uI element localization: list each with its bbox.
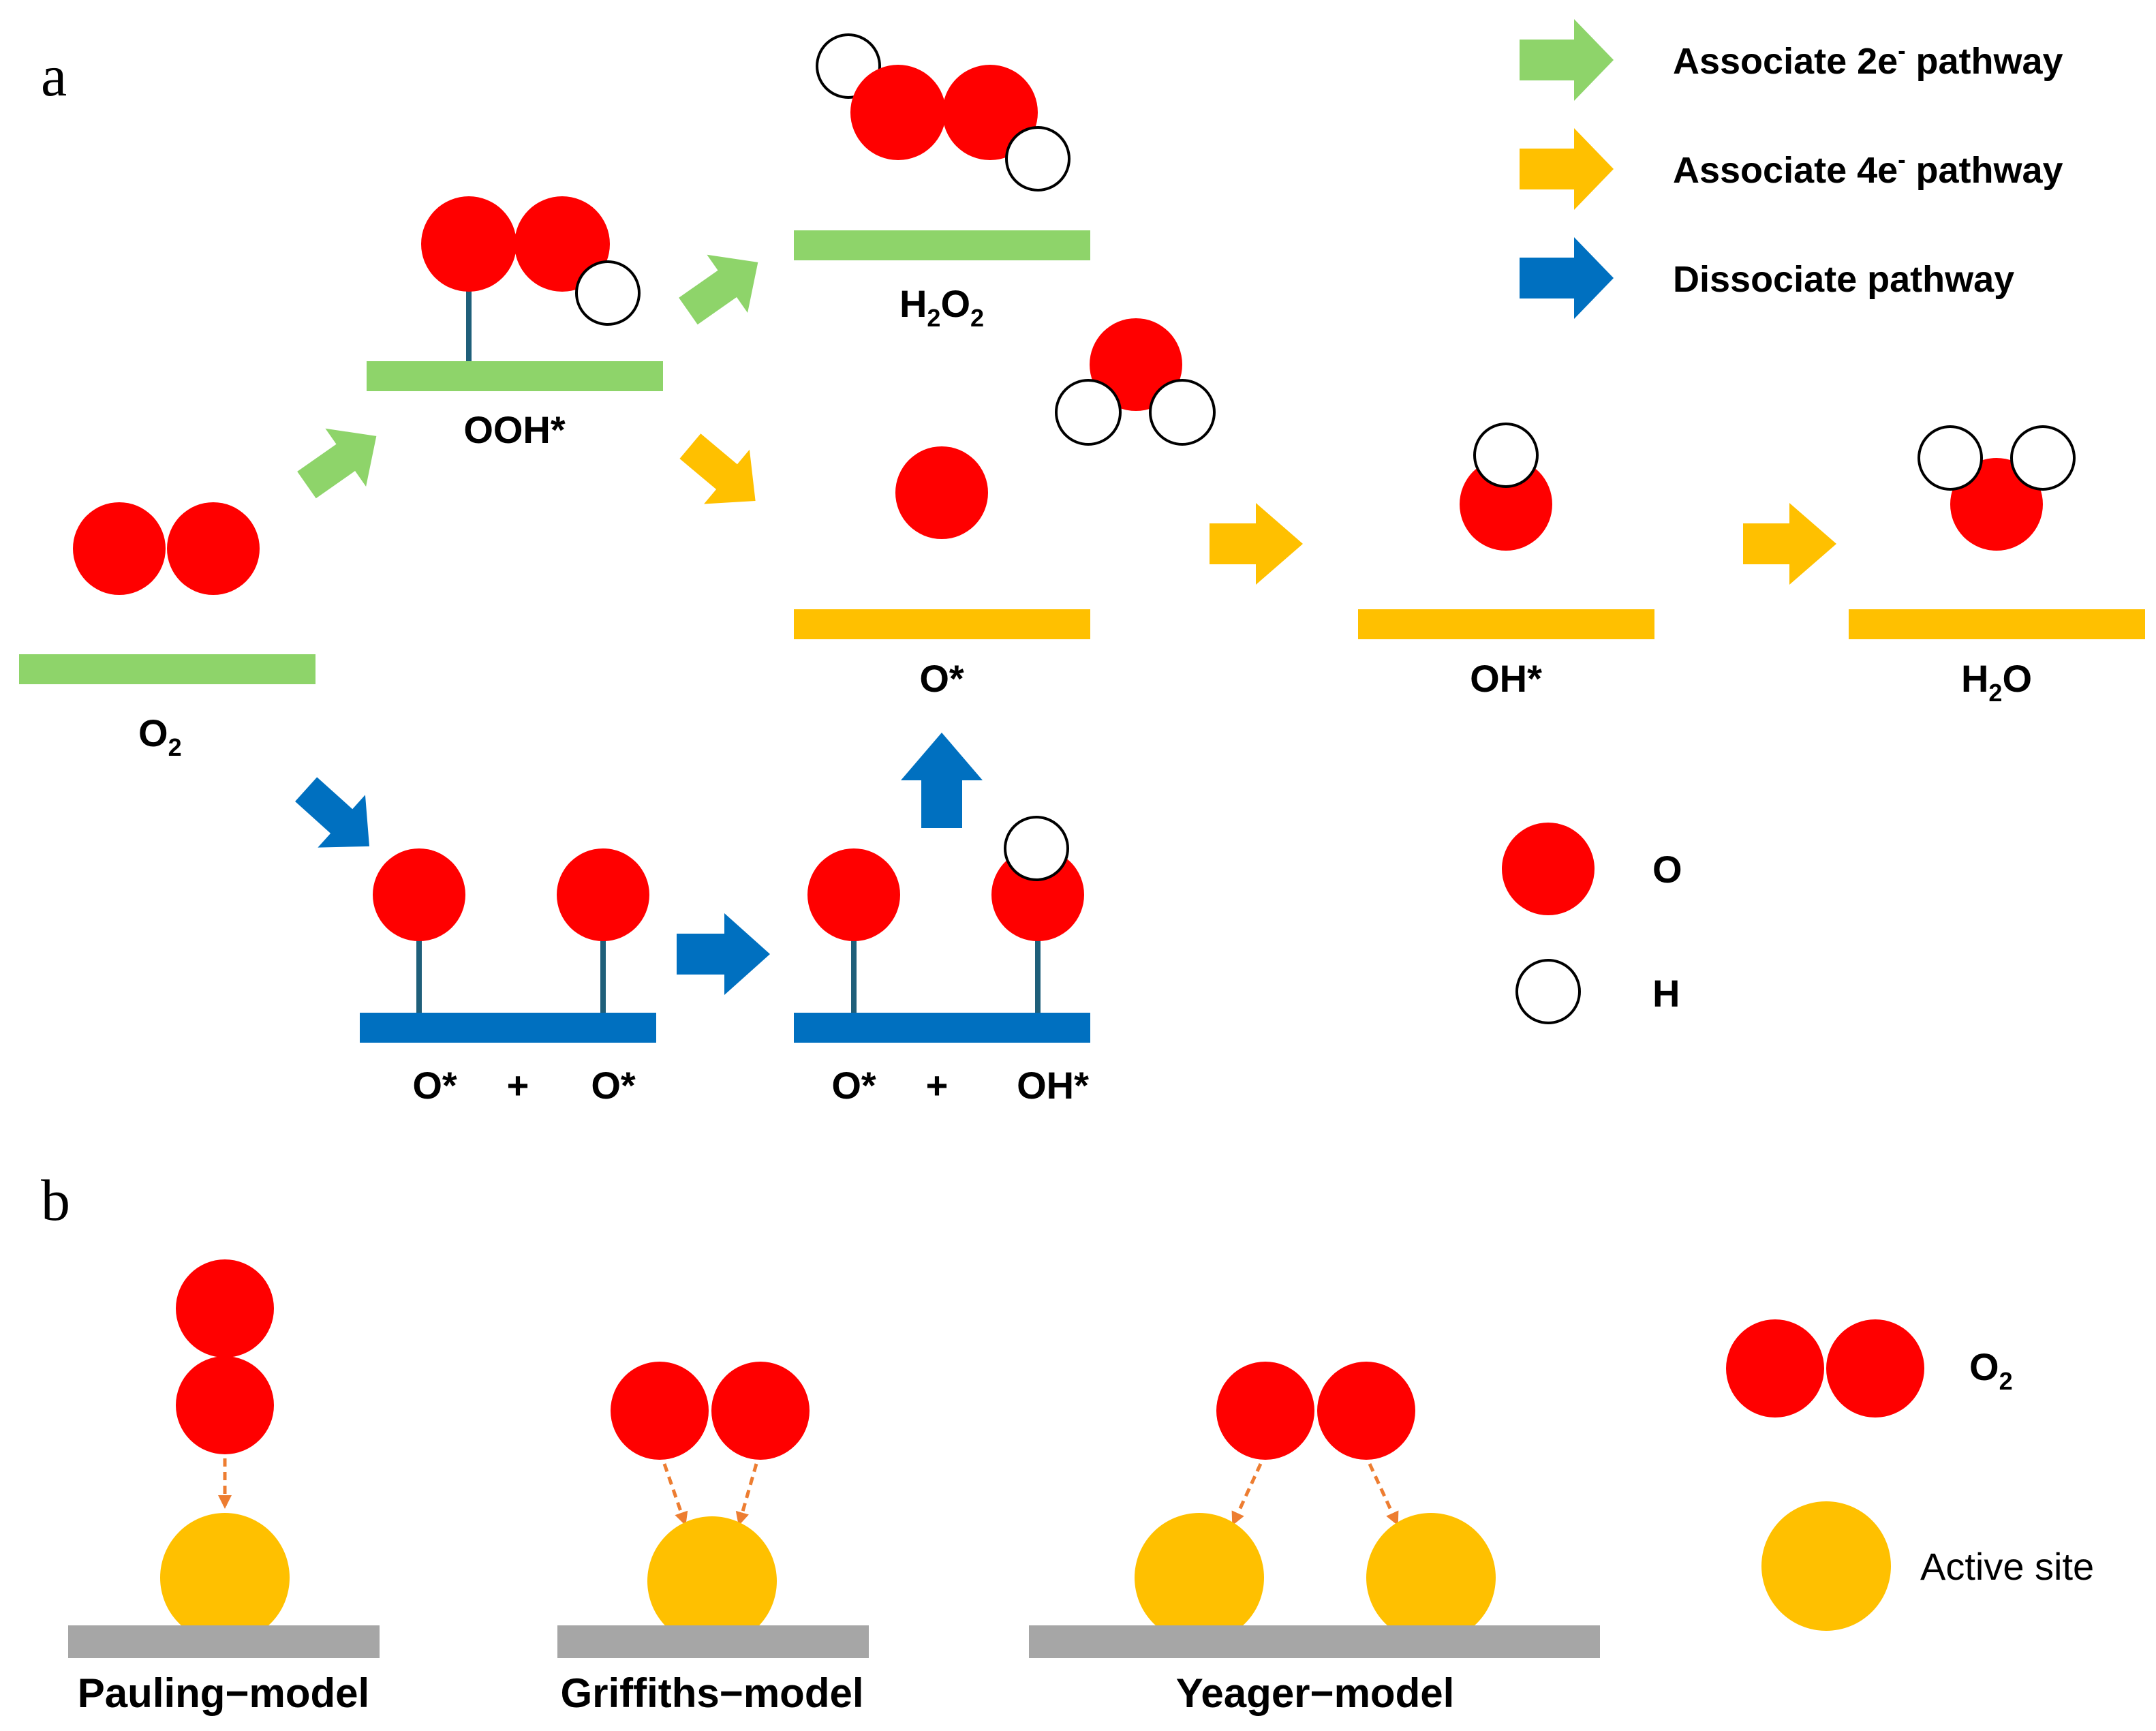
oxygen-atom [73, 502, 166, 595]
oxygen-atom [167, 502, 260, 595]
label-plus: + [507, 1064, 529, 1107]
level-bar-yellow [1849, 609, 2145, 639]
oxygen-atom [557, 848, 649, 941]
state-h2o: H2O [1849, 425, 2145, 707]
legend-oxygen-atom [1726, 1319, 1824, 1418]
legend-active-site [1761, 1501, 1891, 1631]
oxygen-atom [1317, 1362, 1415, 1460]
oxygen-atom [1950, 458, 2043, 551]
hydrogen-atom [1473, 423, 1539, 488]
arrow-green-o2-to-ooh [297, 428, 377, 499]
oxygen-atom [514, 196, 610, 292]
legend-oxygen-atom [1826, 1319, 1924, 1418]
arrow-blue-to-o-oh [677, 913, 770, 995]
label-plus2: + [926, 1064, 949, 1107]
label-o-star-left2: O* [831, 1064, 876, 1107]
hydrogen-atom [1149, 379, 1216, 446]
active-site [160, 1513, 290, 1642]
state-o-plus-o: O* + O* [360, 848, 656, 1107]
hydrogen-atom [2010, 425, 2076, 491]
hydrogen-atom [1005, 126, 1071, 192]
arrow-green-ooh-to-h2o2 [679, 254, 758, 325]
free-water-molecule [1055, 318, 1216, 446]
yeager-model: Yeager−model [1029, 1362, 1600, 1716]
legend-label-4e: Associate 4e- pathway [1673, 147, 2063, 191]
substrate [1029, 1625, 1600, 1658]
legend-label-2e: Associate 2e- pathway [1673, 38, 2063, 82]
label-o-star-right: O* [591, 1064, 636, 1107]
legend-atoms: O H [1502, 823, 1682, 1024]
oxygen-atom [711, 1362, 810, 1460]
legend-panel-b: O2 Active site [1726, 1319, 2094, 1631]
oxygen-atom [176, 1259, 274, 1358]
oxygen-atom [373, 848, 465, 941]
substrate [68, 1625, 380, 1658]
legend-arrow-green [1520, 19, 1614, 101]
label-griffiths-model: Griffiths−model [560, 1670, 863, 1716]
legend-arrow-yellow [1520, 128, 1614, 210]
legend-hydrogen-atom [1515, 959, 1581, 1024]
level-bar-yellow [1358, 609, 1654, 639]
label-h2o: H2O [1961, 657, 2032, 707]
oxygen-atom [895, 446, 988, 539]
oxygen-atom [850, 65, 946, 160]
label-yeager-model: Yeager−model [1176, 1670, 1455, 1716]
legend-label-h: H [1652, 972, 1680, 1015]
active-site [647, 1516, 777, 1646]
level-bar-blue [360, 1013, 656, 1043]
label-pauling-model: Pauling−model [78, 1670, 369, 1716]
legend-label-o: O [1652, 848, 1682, 891]
legend-arrow-blue [1520, 237, 1614, 319]
legend-pathways: Associate 2e- pathway Associate 4e- path… [1520, 19, 2063, 319]
label-o-star: O* [919, 657, 964, 700]
hydrogen-atom [575, 260, 641, 326]
level-bar-green [794, 230, 1090, 260]
hydrogen-atom [1918, 425, 1983, 491]
oxygen-atom [1090, 318, 1182, 411]
oxygen-atom [807, 848, 900, 941]
level-bar-green [19, 654, 315, 684]
oxygen-atom [1460, 458, 1552, 551]
arrow-yellow-o-to-oh [1210, 503, 1303, 585]
label-h2o2: H2O2 [899, 282, 984, 332]
label-o-star-left: O* [412, 1064, 457, 1107]
level-bar-green [367, 361, 663, 391]
state-o-plus-oh: O* + OH* [794, 816, 1090, 1107]
state-oh-star: OH* [1358, 423, 1654, 700]
substrate [557, 1625, 869, 1658]
panel-b-letter: b [41, 1167, 70, 1233]
active-site [1135, 1513, 1264, 1642]
state-h2o2: H2O2 [794, 33, 1090, 332]
label-oh-star2: OH* [1017, 1064, 1089, 1107]
active-site [1366, 1513, 1496, 1642]
level-bar-blue [794, 1013, 1090, 1043]
level-bar-yellow [794, 609, 1090, 639]
state-o-star: O* [794, 446, 1090, 700]
state-o2: O2 [19, 502, 315, 761]
oxygen-atom [1216, 1362, 1314, 1460]
arrow-yellow-oh-to-h2o [1743, 503, 1836, 585]
arrow-yellow-ooh-to-o [679, 433, 756, 504]
hydrogen-atom [1004, 816, 1069, 881]
arrow-blue-up-to-o-star [901, 733, 983, 828]
label-ooh: OOH* [463, 408, 566, 451]
oxygen-atom [421, 196, 517, 292]
arrow-blue-o2-to-dissociate [295, 777, 370, 848]
label-o2: O2 [138, 711, 182, 761]
griffiths-model: Griffiths−model [557, 1362, 869, 1716]
panel-a-letter: a [41, 43, 67, 108]
legend-label-dissociate: Dissociate pathway [1673, 259, 2014, 300]
legend-label-active-site: Active site [1920, 1545, 2094, 1588]
legend-label-o2: O2 [1969, 1345, 2013, 1395]
hydrogen-atom [1055, 379, 1122, 446]
oxygen-atom [611, 1362, 709, 1460]
legend-oxygen-atom [1502, 823, 1595, 915]
label-oh-star: OH* [1470, 657, 1542, 700]
pauling-model: Pauling−model [68, 1259, 380, 1716]
state-ooh: OOH* [367, 196, 663, 451]
oxygen-atom [942, 65, 1038, 160]
oxygen-atom [176, 1356, 274, 1454]
